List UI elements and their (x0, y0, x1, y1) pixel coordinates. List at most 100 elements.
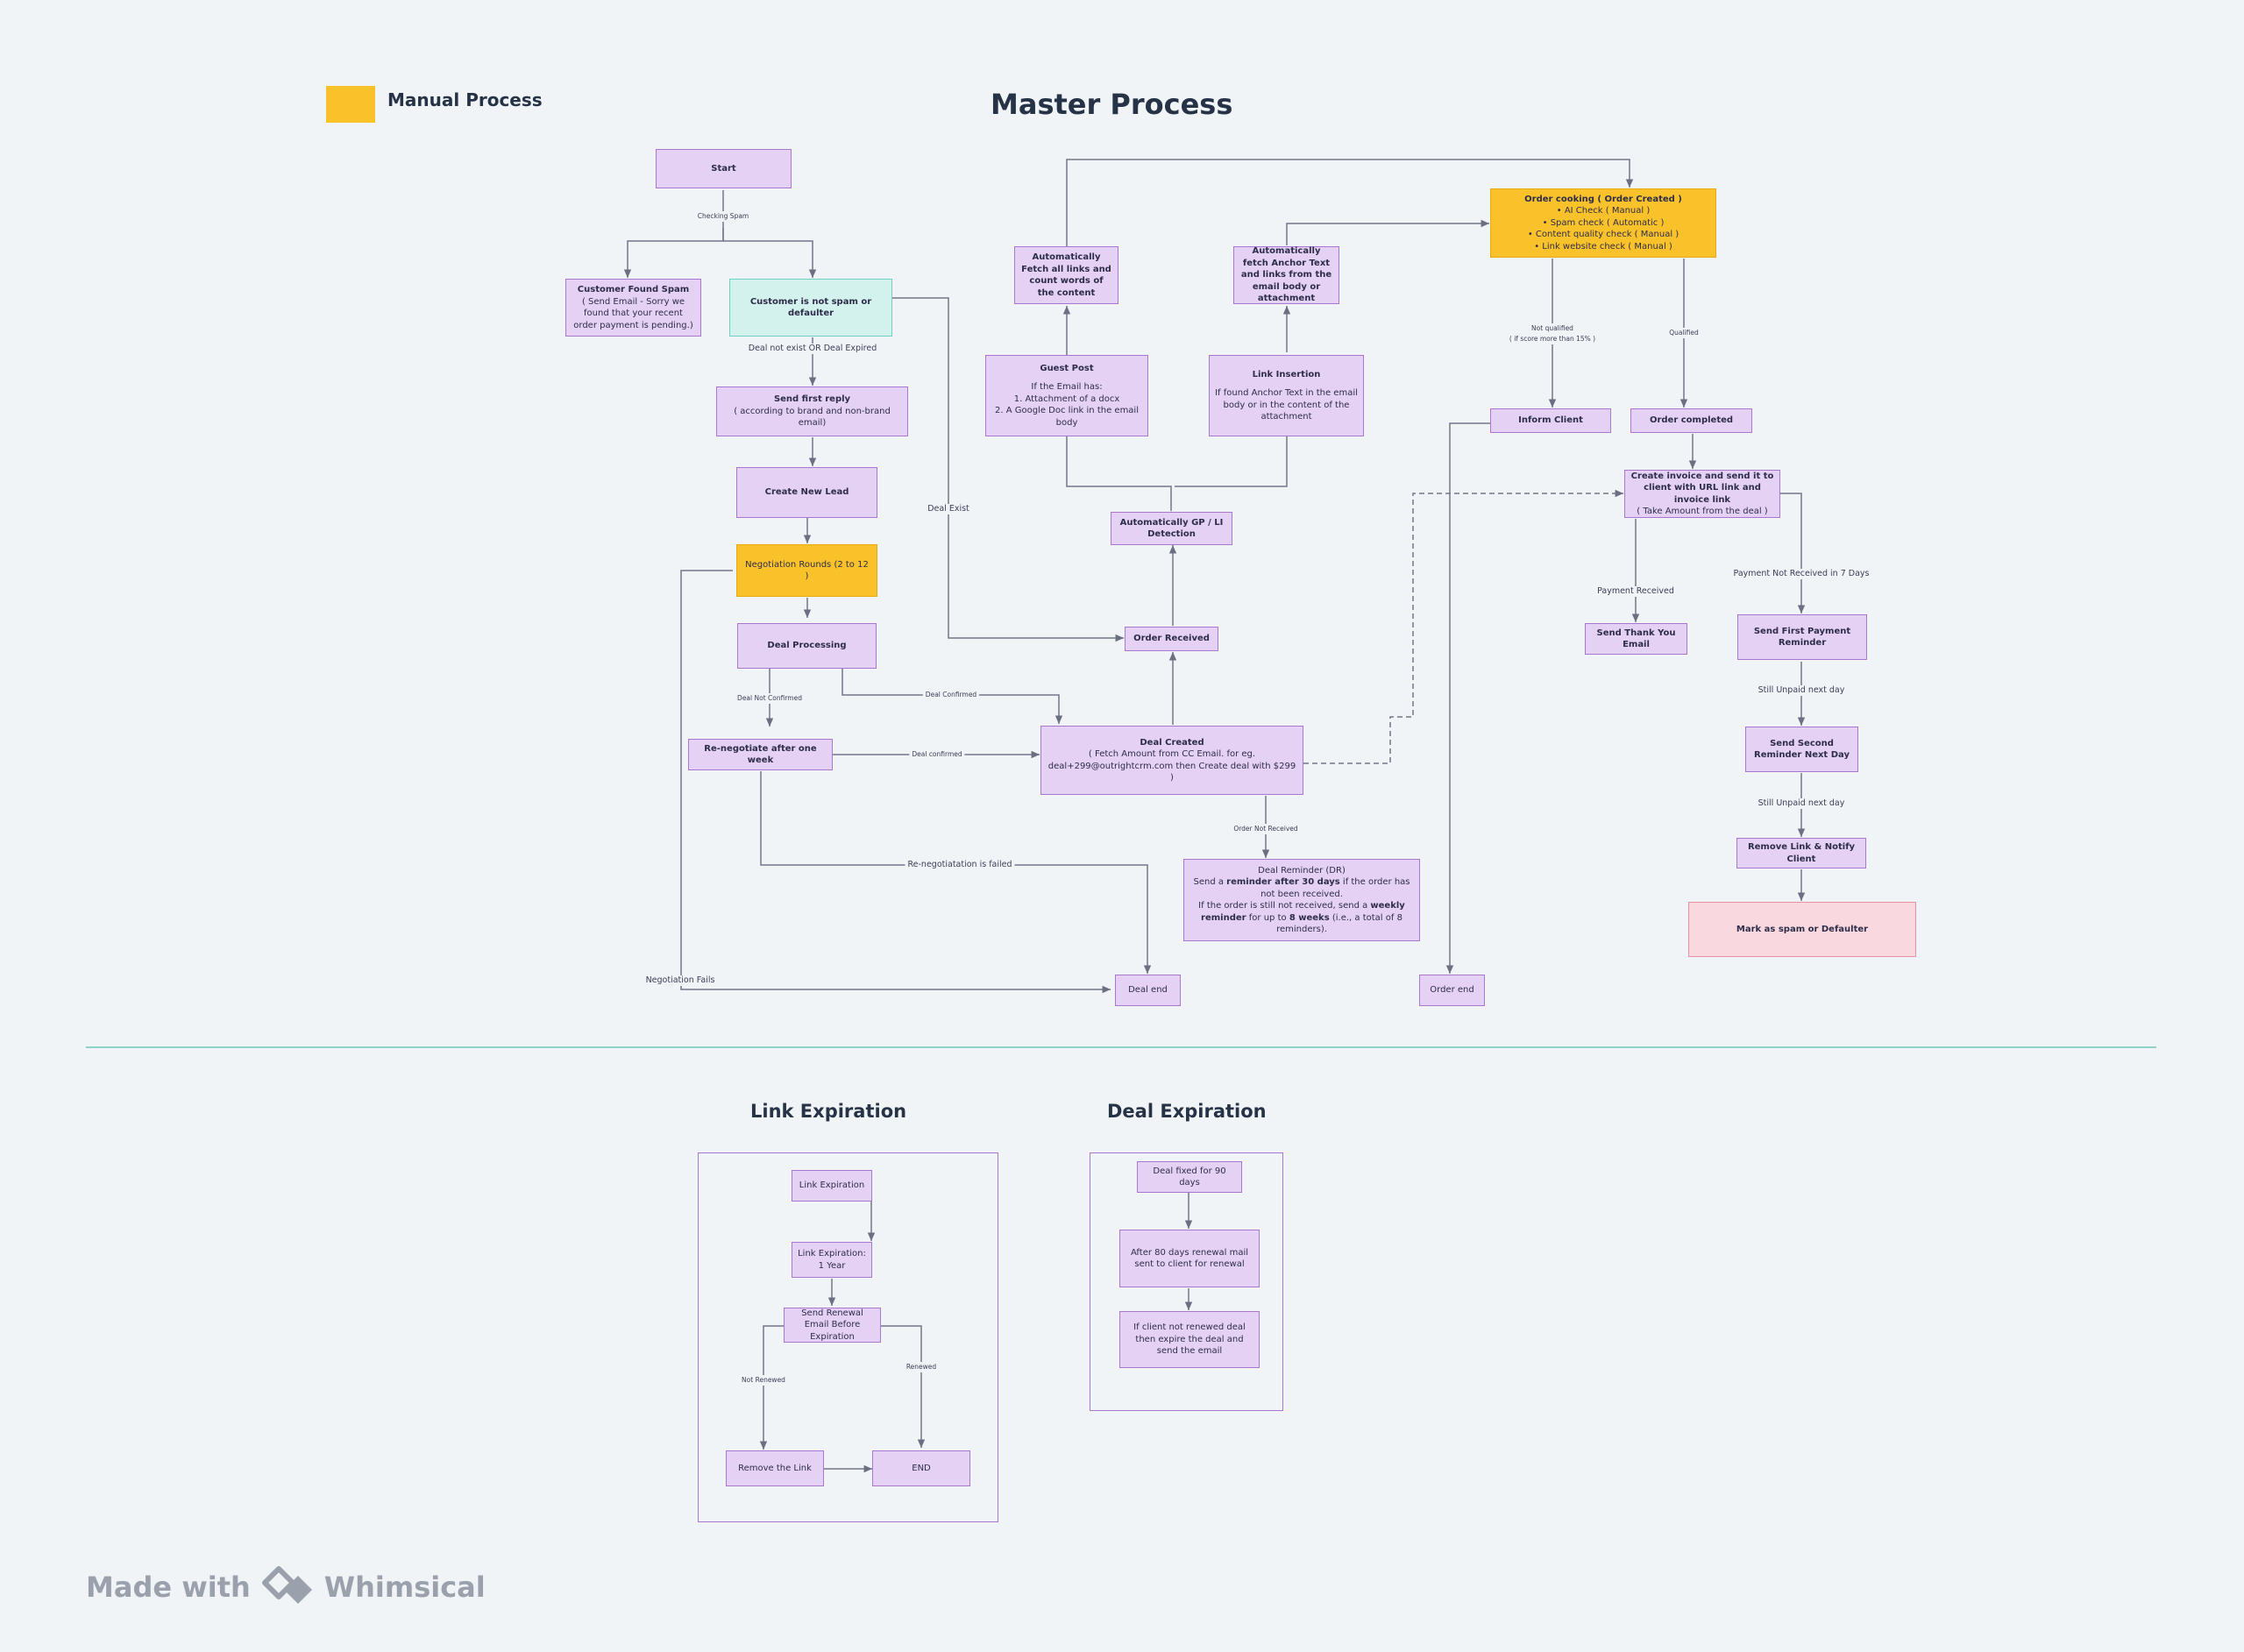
node-de-after-80[interactable]: After 80 days renewal mail sent to clien… (1119, 1230, 1260, 1287)
made-with-text: Made with (86, 1570, 251, 1604)
label-deal-confirmed-top: Deal Confirmed (922, 690, 980, 700)
node-order-received[interactable]: Order Received (1125, 627, 1218, 651)
edge-start-spam (623, 190, 724, 278)
node-inform-client[interactable]: Inform Client (1490, 408, 1611, 433)
order-cooking-item-1: • Spam check ( Automatic ) (1542, 217, 1665, 228)
spam-title: Customer Found Spam (577, 285, 690, 294)
spam-body: ( Send Email - Sorry we found that your … (573, 296, 693, 330)
title-link-expiration: Link Expiration (750, 1101, 907, 1122)
node-guest-post[interactable]: Guest Post If the Email has: 1. Attachme… (985, 355, 1148, 436)
legend-label: Manual Process (387, 89, 543, 110)
deal-reminder-para-2: If the order is still not received, send… (1198, 901, 1405, 934)
node-fetch-links[interactable]: Automatically Fetch all links and count … (1014, 246, 1118, 304)
edge-start-notspam (723, 240, 817, 278)
edge-linkins-gpli (1175, 436, 1288, 487)
edge-notspam-orderreceived (891, 297, 1124, 642)
label-deal-not-confirmed: Deal Not Confirmed (735, 693, 805, 704)
guest-post-line-1: If the Email has: (1031, 382, 1103, 393)
node-mark-spam-defaulter[interactable]: Mark as spam or Defaulter (1688, 902, 1916, 957)
title-deal-expiration: Deal Expiration (1107, 1101, 1267, 1122)
node-order-completed[interactable]: Order completed (1630, 408, 1752, 433)
first-reply-body: ( according to brand and non-brand email… (734, 406, 891, 429)
deal-reminder-title: Deal Reminder (DR) (1258, 865, 1346, 876)
label-not-renewed: Not Renewed (739, 1375, 788, 1386)
node-renegotiate[interactable]: Re-negotiate after one week (688, 739, 833, 770)
label-order-not-received: Order Not Received (1231, 824, 1301, 834)
order-cooking-item-3: • Link website check ( Manual ) (1534, 241, 1672, 252)
link-insertion-title: Link Insertion (1252, 369, 1321, 379)
first-reply-title: Send first reply (773, 394, 851, 405)
edge-le-4 (880, 1325, 926, 1448)
invoice-line-2: ( Take Amount from the deal ) (1637, 507, 1768, 516)
section-divider (86, 1046, 2156, 1048)
label-checking-spam: Checking Spam (694, 211, 752, 222)
label-still-unpaid-2: Still Unpaid next day (1755, 798, 1848, 809)
label-renegotiation-failed: Re-negotiatation is failed (905, 860, 1015, 870)
guest-post-line-3: 2. A Google Doc link in the email body (994, 406, 1139, 428)
node-deal-processing[interactable]: Deal Processing (737, 623, 877, 669)
node-de-fixed-90[interactable]: Deal fixed for 90 days (1137, 1161, 1242, 1193)
edge-le-3 (759, 1325, 784, 1450)
whimsical-text: Whimsical (323, 1570, 486, 1604)
order-cooking-item-0: • AI Check ( Manual ) (1556, 206, 1651, 216)
made-with-whimsical[interactable]: Made with Whimsical (86, 1565, 486, 1609)
node-create-invoice[interactable]: Create invoice and send it to client wit… (1624, 470, 1780, 518)
label-qualified: Qualified (1666, 328, 1701, 338)
label-deal-exist: Deal Exist (925, 504, 972, 514)
label-payment-received: Payment Received (1594, 586, 1677, 597)
node-negotiation-rounds[interactable]: Negotiation Rounds (2 to 12 ) (736, 544, 877, 597)
node-le-one-year[interactable]: Link Expiration: 1 Year (792, 1242, 872, 1278)
legend-swatch (326, 86, 375, 123)
guest-post-line-2: 1. Attachment of a docx (1013, 394, 1120, 404)
invoice-line-1: Create invoice and send it to client wit… (1630, 471, 1774, 505)
node-le-remove-link[interactable]: Remove the Link (726, 1450, 824, 1486)
whimsical-logo-icon (261, 1565, 314, 1609)
frame-link-expiration (698, 1152, 998, 1522)
node-customer-found-spam[interactable]: Customer Found Spam ( Send Email - Sorry… (565, 279, 701, 337)
label-deal-not-exist: Deal not exist OR Deal Expired (745, 344, 880, 354)
node-remove-link-notify[interactable]: Remove Link & Notify Client (1736, 838, 1866, 869)
node-deal-reminder[interactable]: Deal Reminder (DR) Send a reminder after… (1183, 859, 1420, 941)
edge-invoice-firstreminder (1780, 493, 1806, 613)
label-negotiation-fails: Negotiation Fails (643, 975, 718, 986)
guest-post-title: Guest Post (1040, 363, 1094, 373)
edge-dealcreated-invoice-dashed (1303, 489, 1623, 764)
deal-created-body: ( Fetch Amount from CC Email. for eg. de… (1047, 749, 1296, 783)
label-payment-not-received: Payment Not Received in 7 Days (1730, 569, 1872, 579)
node-create-new-lead[interactable]: Create New Lead (736, 467, 877, 518)
frame-deal-expiration (1090, 1152, 1283, 1411)
edge-inform-orderend (1445, 422, 1491, 974)
label-still-unpaid-1: Still Unpaid next day (1755, 685, 1848, 696)
node-le-renewal-email[interactable]: Send Renewal Email Before Expiration (784, 1308, 881, 1343)
node-fetch-anchor[interactable]: Automatically fetch Anchor Text and link… (1233, 246, 1339, 304)
node-first-payment-reminder[interactable]: Send First Payment Reminder (1737, 614, 1867, 660)
node-le-link-expiration[interactable]: Link Expiration (792, 1170, 872, 1202)
node-gp-li-detection[interactable]: Automatically GP / LI Detection (1111, 512, 1232, 545)
node-de-not-renewed[interactable]: If client not renewed deal then expire t… (1119, 1311, 1260, 1368)
edge-renegotiate-dealend (760, 771, 1152, 974)
node-second-reminder[interactable]: Send Second Reminder Next Day (1745, 727, 1858, 772)
node-order-end[interactable]: Order end (1419, 975, 1485, 1006)
deal-reminder-para-1: Send a reminder after 30 days if the ord… (1193, 877, 1410, 899)
deal-created-title: Deal Created (1140, 737, 1204, 748)
title-master-process: Master Process (991, 88, 1233, 121)
node-customer-not-spam[interactable]: Customer is not spam or defaulter (729, 279, 892, 337)
edge-negotiation-dealend (680, 570, 1111, 994)
node-le-end[interactable]: END (872, 1450, 970, 1486)
node-thank-you-email[interactable]: Send Thank You Email (1585, 623, 1687, 655)
order-cooking-title: Order cooking ( Order Created ) (1524, 194, 1682, 204)
node-deal-end[interactable]: Deal end (1115, 975, 1181, 1006)
label-not-qualified: Not qualified ( if score more than 15% ) (1506, 323, 1599, 344)
node-link-insertion[interactable]: Link Insertion If found Anchor Text in t… (1209, 355, 1364, 436)
edge-guestpost-gpli (1066, 436, 1172, 511)
node-order-cooking[interactable]: Order cooking ( Order Created ) • AI Che… (1490, 188, 1716, 258)
link-insertion-body: If found Anchor Text in the email body o… (1215, 388, 1358, 422)
order-cooking-item-2: • Content quality check ( Manual ) (1527, 230, 1679, 240)
label-renewed: Renewed (903, 1362, 940, 1372)
edge-fetchanchor-ordercooking (1286, 219, 1489, 245)
node-send-first-reply[interactable]: Send first reply ( according to brand an… (716, 386, 908, 436)
edge-fetchlinks-ordercooking (1066, 159, 1634, 258)
node-deal-created[interactable]: Deal Created ( Fetch Amount from CC Emai… (1040, 726, 1303, 795)
node-start[interactable]: Start (656, 149, 792, 188)
